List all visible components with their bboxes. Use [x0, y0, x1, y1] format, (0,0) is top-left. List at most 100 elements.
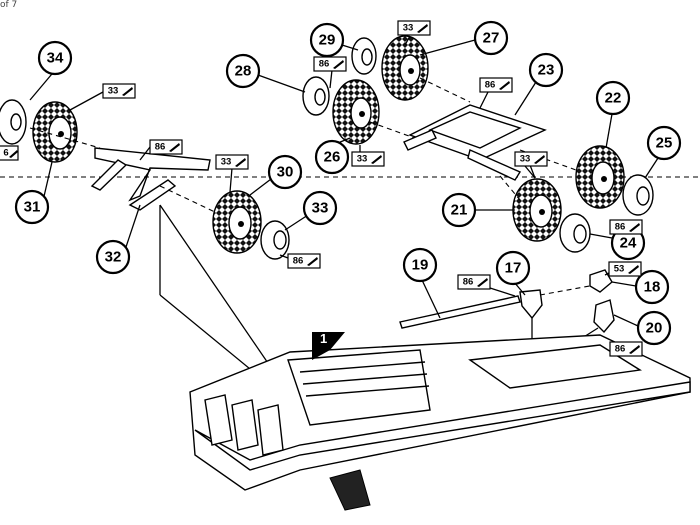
axle-27-dash: [419, 77, 471, 103]
brush-icon: [534, 155, 545, 164]
callout-22: [595, 80, 631, 116]
paint-code-6: 6: [0, 145, 19, 161]
hubcap-28-hole: [314, 88, 326, 106]
svg-text:33: 33: [520, 154, 531, 165]
paint-code-86-d: 86: [479, 77, 513, 109]
callout-26-label: 26: [324, 149, 341, 166]
wheel-26-hub: [359, 111, 365, 117]
callout-27-label: 27: [483, 30, 500, 47]
wheel-22-hub: [601, 176, 607, 182]
callout-28-label: 28: [235, 63, 252, 80]
axle-32-part: [94, 147, 211, 202]
brush-icon: [417, 24, 428, 33]
axle-23-arm-left: [403, 129, 437, 151]
wheel-21-hub: [539, 209, 545, 215]
part-18-body: [589, 269, 613, 293]
brush-icon: [9, 150, 18, 158]
paint-code-33-b: 33: [215, 154, 249, 193]
paint-code-86-f: [524, 165, 536, 179]
callout-24-label: 24: [620, 235, 637, 252]
paint-code-33-a: 33: [69, 83, 136, 111]
brush-icon: [629, 223, 640, 232]
brush-icon: [477, 278, 488, 287]
paint-code-53: 53: [604, 261, 642, 277]
paint-code-86-h: 86: [609, 341, 643, 357]
callout-27: [473, 20, 509, 56]
step-number: 1: [320, 331, 327, 346]
paint-code-86-e: 86: [609, 219, 643, 235]
callout-18-label: 18: [644, 279, 661, 296]
callout-22-label: 22: [605, 90, 622, 107]
hubcap-29-hole: [361, 48, 373, 66]
wheel-30-hub: [238, 221, 244, 227]
rod-19-part: [399, 295, 521, 329]
part-18-dash: [539, 284, 596, 296]
callout-25-label: 25: [656, 135, 673, 152]
hull-side: [194, 381, 691, 471]
callout-20: [636, 310, 672, 346]
left-axle-group: [0, 99, 301, 411]
hubcap-24-hole: [573, 224, 587, 244]
callout-31: [14, 189, 50, 225]
axle-32-bracket: [90, 159, 128, 191]
hull-rib-3: [257, 404, 284, 456]
callout-17: [495, 250, 531, 286]
callout-20-label: 20: [646, 320, 663, 337]
svg-text:86: 86: [155, 142, 166, 153]
hubcap-25-hole: [636, 186, 650, 206]
callout-29: [309, 22, 345, 58]
hull-underside: [329, 469, 371, 511]
right-wheel-group: [499, 145, 654, 253]
callout-18: [634, 269, 670, 305]
callout-31-label: 31: [24, 199, 41, 216]
svg-text:86: 86: [463, 277, 474, 288]
brush-icon: [628, 265, 639, 274]
hull-deck-panel: [287, 349, 431, 426]
hull-deck-line-3: [305, 385, 430, 397]
callout-33-label: 33: [312, 200, 329, 217]
callout-21-label: 21: [451, 202, 468, 219]
step-flag-icon: [312, 332, 345, 360]
svg-text:86: 86: [615, 344, 626, 355]
paint-code-86-g: 86: [457, 274, 516, 297]
callout-17-label: 17: [505, 260, 522, 277]
svg-text:33: 33: [357, 154, 368, 165]
axle-23-inner: [428, 111, 522, 149]
svg-text:53: 53: [614, 264, 625, 275]
paint-code-86-a: 86: [139, 139, 183, 161]
callout-28: [225, 53, 261, 89]
left-axle-dash: [29, 127, 101, 149]
callout-25: [646, 125, 682, 161]
paint-code-86-b: 86: [279, 253, 321, 269]
brush-icon: [333, 60, 344, 69]
callout-30-label: 30: [277, 164, 294, 181]
brush-icon: [307, 257, 318, 266]
callout-30: [267, 154, 303, 190]
page-indicator: of 7: [0, 0, 18, 10]
svg-text:86: 86: [615, 222, 626, 233]
svg-text:33: 33: [108, 86, 119, 97]
part-17-body: [519, 289, 543, 320]
callout-26: [314, 139, 350, 175]
hull-rear-deck: [468, 344, 643, 389]
callout-32: [95, 239, 131, 275]
hubcap-34-hole: [10, 113, 22, 131]
svg-text:33: 33: [403, 23, 414, 34]
wheel-27-hub: [408, 68, 414, 74]
callout-33: [302, 190, 338, 226]
small-parts-group: [399, 269, 615, 360]
wheel-31-hub: [58, 131, 64, 137]
axle-23-arm-front: [467, 149, 522, 181]
callout-34-label: 34: [47, 50, 64, 67]
paint-codes: 33 86 33 86 86: [0, 20, 643, 357]
callout-21: [441, 192, 477, 228]
callout-32-label: 32: [105, 249, 122, 266]
hull-deck-line-2: [302, 373, 428, 385]
svg-text:33: 33: [221, 157, 232, 168]
hull-rib-2: [231, 399, 259, 451]
paint-code-33-e: 33: [514, 151, 548, 179]
brush-icon: [122, 87, 133, 96]
hull-body: 1: [189, 331, 691, 511]
brush-icon: [235, 158, 246, 167]
callout-23-label: 23: [538, 62, 555, 79]
